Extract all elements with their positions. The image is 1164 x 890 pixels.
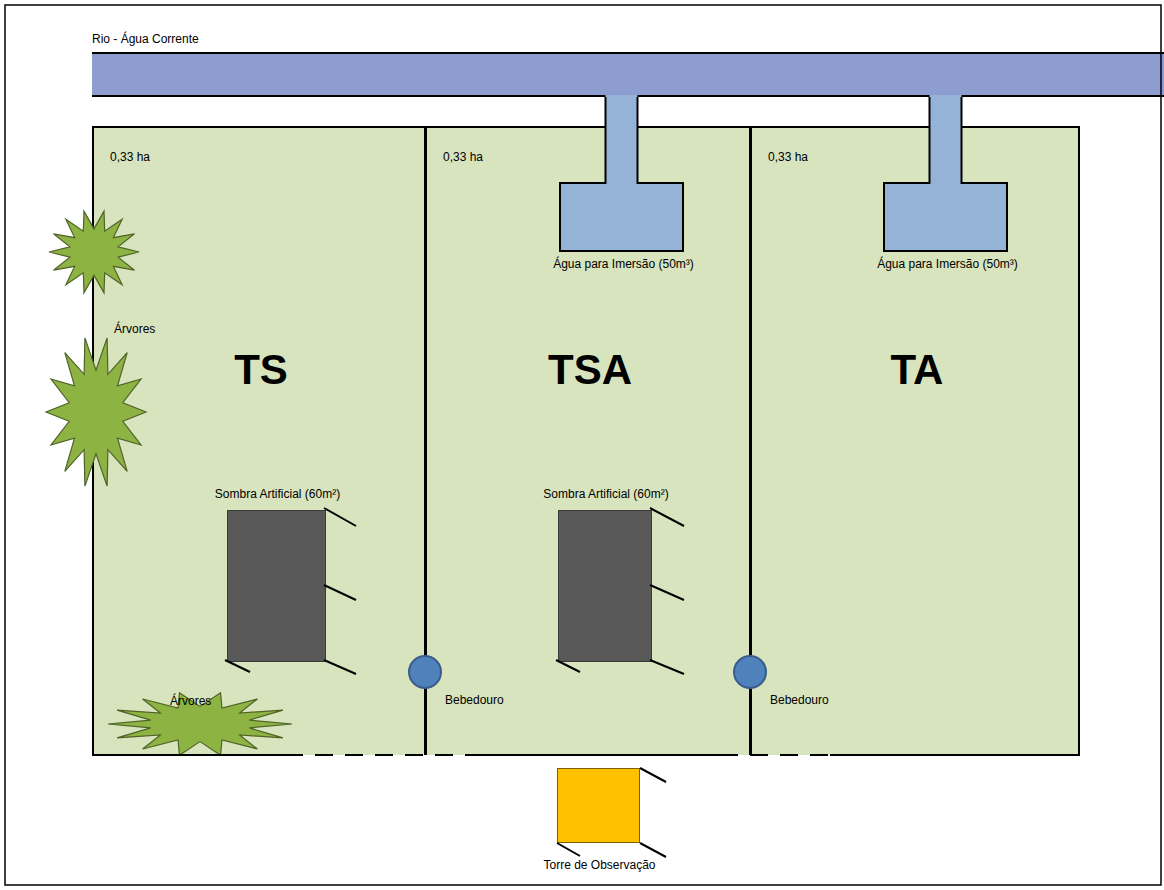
treatment-label: TSA — [548, 346, 632, 394]
paddock-bottom — [92, 754, 1080, 756]
artificial-shade: Sombra Artificial (60m²) — [558, 510, 652, 662]
label-holder: Torre de Observação — [543, 858, 655, 872]
label-holder: TA — [891, 346, 944, 394]
label-holder: Árvores — [114, 322, 155, 336]
page-frame — [5, 5, 1161, 885]
tree-label: Árvores — [170, 694, 211, 708]
water-trough: Bebedouro — [733, 655, 767, 689]
shade-label: Sombra Artificial (60m²) — [543, 487, 668, 501]
tree-label: Árvores — [114, 322, 155, 336]
label-holder: Água para Imersão (50m³) — [553, 257, 694, 271]
water-channel — [930, 95, 962, 184]
label-holder: TSA — [548, 346, 632, 394]
shade-label: Sombra Artificial (60m²) — [215, 487, 340, 501]
paddock: 0,33 ha TSA Água para Imersão (50m³) Sombra… — [425, 126, 751, 755]
tower-legs — [557, 768, 666, 857]
area-label: 0,33 ha — [768, 150, 808, 164]
trough-label: Bebedouro — [445, 693, 504, 707]
area-label: 0,33 ha — [443, 150, 483, 164]
treatment-label: TS — [234, 346, 288, 394]
shade-legs — [225, 508, 684, 674]
artificial-shade: Sombra Artificial (60m²) — [227, 510, 326, 662]
label-holder: Árvores — [170, 694, 211, 708]
pool-label: Água para Imersão (50m³) — [553, 257, 694, 271]
label-holder: 0,33 ha — [768, 150, 808, 164]
immersion-pool: Água para Imersão (50m³) — [883, 182, 1008, 252]
river-label: Rio - Água Corrente — [92, 32, 199, 46]
label-holder: Água para Imersão (50m³) — [877, 257, 1018, 271]
label-holder: Bebedouro — [770, 693, 829, 707]
paddock: 0,33 ha TA Água para Imersão (50m³) — [750, 126, 1080, 755]
water-channel — [606, 95, 638, 184]
treatment-label: TA — [891, 346, 944, 394]
observation-tower: Torre de Observação — [557, 768, 640, 843]
tower-label: Torre de Observação — [543, 858, 655, 872]
label-holder: Sombra Artificial (60m²) — [215, 487, 340, 501]
tree-symbol — [49, 211, 139, 293]
tree-symbol — [46, 338, 146, 486]
label-holder: 0,33 ha — [443, 150, 483, 164]
trough-label: Bebedouro — [770, 693, 829, 707]
water-trough: Bebedouro — [408, 655, 442, 689]
channel-group — [606, 95, 962, 184]
pool-label: Água para Imersão (50m³) — [877, 257, 1018, 271]
tree-group — [46, 211, 292, 755]
area-label: 0,33 ha — [110, 150, 150, 164]
label-holder: Sombra Artificial (60m²) — [543, 487, 668, 501]
label-holder: TS — [234, 346, 288, 394]
river-band: Rio - Água Corrente — [92, 52, 1164, 97]
immersion-pool: Água para Imersão (50m³) — [559, 182, 684, 252]
tree-symbol — [108, 693, 292, 755]
paddock: 0,33 ha TS Sombra Artificial (60m²) — [92, 126, 426, 755]
label-holder: Rio - Água Corrente — [92, 32, 199, 46]
label-holder: Bebedouro — [445, 693, 504, 707]
label-holder: 0,33 ha — [110, 150, 150, 164]
